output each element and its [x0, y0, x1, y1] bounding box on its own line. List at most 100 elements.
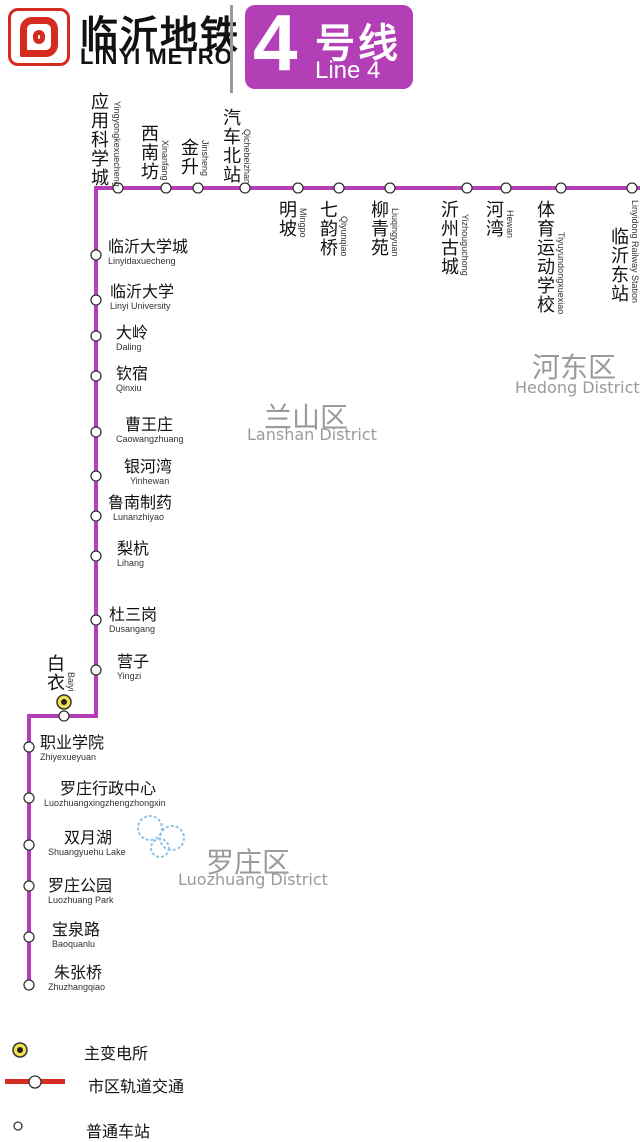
station-name-en: Yingzi [117, 671, 142, 681]
station-name-en: Lunanzhiyao [113, 512, 165, 522]
station-name-cn: 大岭 [116, 323, 149, 342]
station-name-en: Daling [116, 342, 142, 352]
station-linyidaxuecheng[interactable]: 临沂大学城 Linyidaxuecheng [108, 238, 188, 267]
district-name-en: Lanshan District [247, 425, 377, 444]
station-dot[interactable] [90, 510, 102, 522]
station-name-cn: 银河湾 [124, 457, 173, 476]
station-name-cn: 双月湖 [64, 828, 113, 847]
brand-name-cn: 临沂地铁 [80, 13, 241, 57]
station-linyidong[interactable]: 临沂东站Linyidong Railway Station [608, 200, 640, 307]
station-dot[interactable] [626, 182, 638, 194]
station-dot[interactable] [90, 330, 102, 342]
station-dot[interactable] [461, 182, 473, 194]
station-name-cn: 七韵桥 [317, 200, 338, 257]
station-name-cn: 梨杭 [117, 539, 150, 558]
station-dot[interactable] [160, 182, 172, 194]
district-hedong: 河东区 [532, 346, 616, 386]
station-name-en: Qinxiu [116, 383, 142, 393]
station-name-cn: 金升 [178, 138, 199, 176]
station-name-en: Luozhuangxingzhengzhongxin [44, 798, 166, 808]
line-number: 4 [253, 0, 298, 87]
station-dot[interactable] [90, 294, 102, 306]
station-name-cn: 柳青苑 [368, 200, 389, 257]
station-name-cn: 体育运动学校 [534, 200, 555, 314]
station-name-en: Jinsheng [200, 139, 210, 176]
station-liuqingyuan[interactable]: 柳青苑Liuqingyuan [368, 200, 440, 261]
station-dot[interactable] [292, 182, 304, 194]
station-name-en: Linyidong Railway Station [630, 200, 640, 304]
station-qinxiu[interactable]: 钦宿 Qinxiu [116, 365, 148, 394]
station-dot[interactable] [90, 664, 102, 676]
station-name-cn: 职业学院 [40, 733, 105, 752]
station-name-en: Zhiyexueyuan [40, 752, 97, 762]
transfer-station-dot[interactable] [56, 694, 72, 722]
station-name-cn: 罗庄行政中心 [60, 779, 157, 798]
station-hewan[interactable]: 河湾Hewan [483, 200, 535, 242]
legend-urban-rail-label: 市区轨道交通 [88, 1077, 185, 1096]
station-name-en: Zhuzhangqiao [48, 982, 106, 992]
station-yinhewan[interactable]: 银河湾 Yinhewan [124, 457, 173, 487]
brand-name-en: LINYI METRO [80, 44, 233, 69]
station-luozhuang-park[interactable]: 罗庄公园 Luozhuang Park [48, 877, 114, 906]
station-dot[interactable] [90, 550, 102, 562]
station-name-en: Baiyi [66, 672, 76, 692]
station-dot[interactable] [23, 979, 35, 991]
station-yingzi[interactable]: 营子 Yingzi [117, 652, 150, 682]
station-name-en: Yingyongkexuecheng [112, 101, 122, 187]
station-name-en: Qiyunqiao [339, 216, 349, 257]
station-mingpo[interactable]: 明坡Mingpo [276, 200, 328, 242]
lake-icon [137, 815, 185, 858]
station-dot[interactable] [23, 931, 35, 943]
station-lihang[interactable]: 梨杭 Lihang [117, 539, 150, 569]
station-tiyuyundongxuexiao[interactable]: 体育运动学校Tiyuyundongxuexiao [534, 200, 640, 318]
normal-station-icon [13, 1121, 23, 1131]
station-daling[interactable]: 大岭 Daling [116, 323, 149, 353]
station-dot[interactable] [23, 741, 35, 753]
station-qichebeizhan[interactable]: 汽车北站Qichebeizhan [220, 108, 312, 188]
station-name-cn: 朱张桥 [54, 963, 103, 982]
station-qiyunqiao[interactable]: 七韵桥Qiyunqiao [317, 200, 389, 261]
station-linyi-university[interactable]: 临沂大学 Linyi University [110, 283, 174, 312]
station-dot[interactable] [500, 182, 512, 194]
station-xinanfang[interactable]: 西南坊Xinanfang [138, 124, 210, 185]
station-dot[interactable] [333, 182, 345, 194]
station-name-cn: 明坡 [276, 200, 297, 238]
district-name-en: Hedong District [515, 378, 640, 397]
station-caowangzhuang[interactable]: 曹王庄 Caowangzhuang [116, 416, 184, 445]
station-luozhuangxingzhengzhongxin[interactable]: 罗庄行政中心 Luozhuangxingzhengzhongxin [44, 779, 166, 809]
station-yizhouguchong[interactable]: 沂州古城Yizhouguchong [438, 200, 530, 280]
station-lunanzhiyao[interactable]: 鲁南制药 Lunanzhiyao [108, 494, 172, 523]
station-name-cn: 河湾 [483, 200, 504, 238]
station-dot[interactable] [112, 182, 124, 194]
station-dot[interactable] [90, 426, 102, 438]
line-badge: 4 号线 Line 4 [245, 0, 413, 89]
station-name-en: Shuangyuehu Lake [48, 847, 126, 857]
station-dot[interactable] [23, 839, 35, 851]
station-dot[interactable] [239, 182, 251, 194]
station-dot[interactable] [384, 182, 396, 194]
station-jinsheng[interactable]: 金升Jinsheng [178, 138, 230, 180]
station-dot[interactable] [90, 370, 102, 382]
metro-logo-icon [8, 8, 70, 66]
station-dot[interactable] [555, 182, 567, 194]
urban-rail-icon [5, 1075, 65, 1089]
station-name-en: Tiyuyundongxuexiao [556, 231, 566, 314]
station-dot[interactable] [90, 249, 102, 261]
station-name-cn: 白衣 [44, 654, 65, 692]
legend-normal-station-label: 普通车站 [86, 1122, 151, 1141]
station-name-cn: 营子 [117, 652, 150, 671]
station-baiyi[interactable]: 白衣Baiyi [44, 654, 96, 696]
station-zhuzhangqiao[interactable]: 朱张桥 Zhuzhangqiao [48, 963, 106, 993]
station-dot[interactable] [23, 880, 35, 892]
station-baoquanlu[interactable]: 宝泉路 Baoquanlu [52, 921, 100, 950]
station-dot[interactable] [23, 792, 35, 804]
station-dot[interactable] [192, 182, 204, 194]
station-name-cn: 汽车北站 [220, 108, 241, 184]
station-name-cn: 西南坊 [138, 124, 159, 181]
station-dot[interactable] [90, 614, 102, 626]
station-shuangyuehu[interactable]: 双月湖 Shuangyuehu Lake [48, 828, 126, 858]
station-dusangang[interactable]: 杜三岗 Dusangang [109, 606, 157, 635]
station-dot[interactable] [90, 470, 102, 482]
station-zhiyexueyuan[interactable]: 职业学院 Zhiyexueyuan [40, 733, 105, 763]
